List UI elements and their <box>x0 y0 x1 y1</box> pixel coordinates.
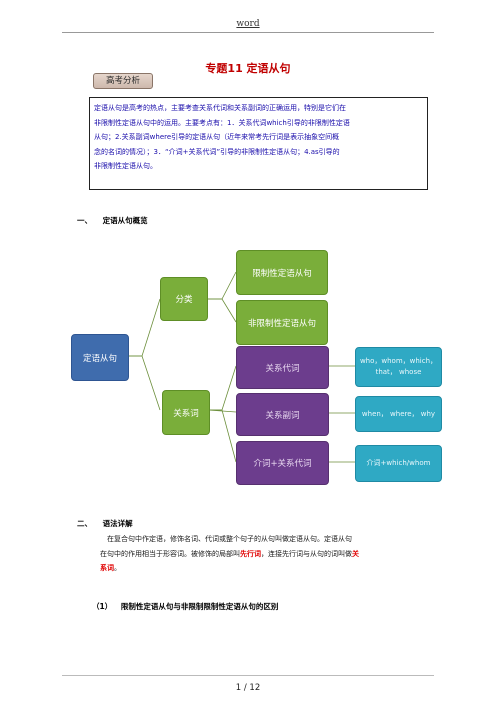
diagram-prep-list: 介词+which/whom <box>355 445 442 482</box>
header-label: word <box>236 19 260 29</box>
grammar-text: 在句中的作用相当于形容词。被修饰的局部叫 <box>100 549 240 558</box>
diagram-root-node: 定语从句 <box>71 334 129 381</box>
connector-root-relwords <box>127 355 161 411</box>
section1-heading: 一、 定语从句概览 <box>77 215 148 226</box>
pronoun-list-line: that， whose <box>375 368 422 376</box>
connector-relwords-prep <box>208 409 237 463</box>
intro-line: 从句；2.关系副词where引导的定语从句（近年来常考先行词是表示抽象空间概 <box>94 133 340 142</box>
footer-divider <box>62 675 434 676</box>
diagram-classify-node: 分类 <box>160 277 208 321</box>
section-number: 一、 <box>77 216 92 225</box>
diagram-adverb-node: 关系副词 <box>236 393 329 436</box>
grammar-text: ，连接先行词与从句的词叫做 <box>261 549 352 558</box>
diagram-pronoun-list: who，whom，which， that， whose <box>355 347 442 387</box>
highlight-antecedent: 先行词 <box>240 549 261 558</box>
connector-classify-restrictive <box>206 271 237 300</box>
diagram-restrictive-node: 限制性定语从句 <box>236 250 328 295</box>
grammar-line: 在句中的作用相当于形容词。被修饰的局部叫先行词，连接先行词与从句的词叫做关 <box>100 547 437 562</box>
connector-relwords-pronoun <box>208 365 237 411</box>
grammar-paragraph: 在复合句中作定语，修饰名词、代词或整个句子的从句叫做定语从句。定语从句 在句中的… <box>100 532 437 576</box>
subsection-title: 限制性定语从句与非限制限制性定语从句的区别 <box>120 602 279 611</box>
intro-line: 非限制性定语从句中的运用。主要考点有：1．关系代词which引导的非限制性定语 <box>94 118 350 127</box>
connector-classify-nonrestrictive <box>206 298 237 323</box>
intro-line: 定语从句是高考的热点，主要考查关系代词和关系副词的正确运用，特别是它们在 <box>94 104 346 112</box>
page-title: 专题11 定语从句 <box>205 62 291 75</box>
diagram-pronoun-node: 关系代词 <box>236 346 329 389</box>
highlight-relative-word-cont: 系词 <box>100 564 114 573</box>
header-divider <box>62 32 434 33</box>
page-number: 1 / 12 <box>235 683 261 693</box>
grammar-line: 系词。 <box>100 561 437 576</box>
subsection-heading: （1） 限制性定语从句与非限制限制性定语从句的区别 <box>92 601 278 612</box>
section-title: 语法详解 <box>102 519 133 528</box>
analysis-tag: 高考分析 <box>93 73 153 89</box>
diagram-nonrestrictive-node: 非限制性定语从句 <box>236 300 328 345</box>
section-title: 定语从句概览 <box>102 216 148 225</box>
pronoun-list-line: who，whom，which， <box>359 357 438 365</box>
grammar-line: 在复合句中作定语，修饰名词、代词或整个句子的从句叫做定语从句。定语从句 <box>107 535 352 543</box>
intro-line: 非限制性定语从句。 <box>94 162 157 171</box>
intro-line: 念的名词的情况）；3．“介词+关系代词”引导的非限制性定语从句；4.as引导的 <box>94 147 340 156</box>
diagram-prep-node: 介词+关系代词 <box>236 441 329 485</box>
section-number: 二、 <box>77 519 92 528</box>
diagram-relwords-node: 关系词 <box>162 390 210 435</box>
subsection-number: （1） <box>92 602 113 611</box>
grammar-text: 。 <box>114 564 121 573</box>
diagram-adverb-list: when， where， why <box>355 396 442 432</box>
connector-root-classify <box>127 298 161 357</box>
section2-heading: 二、 语法详解 <box>77 518 133 529</box>
highlight-relative-word: 关 <box>352 549 359 558</box>
intro-box: 定语从句是高考的热点，主要考查关系代词和关系副词的正确运用，特别是它们在 非限制… <box>89 97 428 190</box>
